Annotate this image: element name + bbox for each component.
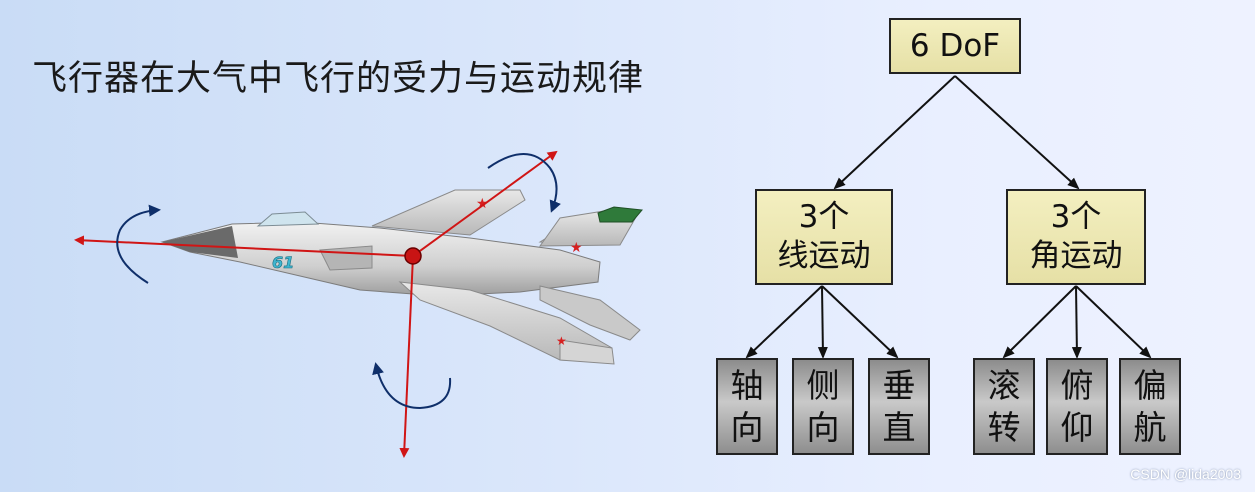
- far-wing: [372, 190, 525, 235]
- leaf-roll-char2: 转: [988, 407, 1021, 448]
- leaf-vertical-char1: 垂: [883, 365, 916, 406]
- watermark: CSDN @lida2003: [1130, 466, 1241, 482]
- leaf-yaw-char2: 航: [1134, 407, 1167, 448]
- nose-cone: [162, 226, 238, 258]
- leaf-yaw-char1: 偏: [1134, 365, 1167, 406]
- connector-right-leaf-3: [1076, 286, 1150, 357]
- leaf-pitch-char1: 俯: [1061, 365, 1094, 406]
- canopy: [258, 212, 318, 226]
- aircraft-illustration: ★ ★ ★ 61: [162, 190, 642, 364]
- connector-left-leaf-3: [822, 286, 897, 357]
- node-angular-line1: 3个: [1051, 198, 1102, 237]
- node-angular-line2: 角运动: [1030, 237, 1123, 276]
- leaf-roll: 滚 转: [973, 358, 1035, 455]
- roll-rotation-arrow: [117, 210, 158, 283]
- star-insignia: ★: [556, 334, 567, 348]
- leaf-vertical: 垂 直: [868, 358, 930, 455]
- node-linear-line1: 3个: [799, 198, 850, 237]
- air-intake: [320, 246, 372, 270]
- connector-left-leaf-1: [747, 286, 822, 357]
- leaf-roll-char1: 滚: [988, 365, 1021, 406]
- leaf-pitch: 俯 仰: [1046, 358, 1108, 455]
- star-insignia: ★: [570, 240, 583, 256]
- leaf-yaw: 偏 航: [1119, 358, 1181, 455]
- leaf-lateral-char2: 向: [807, 407, 840, 448]
- node-angular-motion: 3个 角运动: [1006, 189, 1146, 285]
- leaf-axial: 轴 向: [716, 358, 778, 455]
- connector-left-leaf-2: [822, 286, 823, 357]
- leaf-lateral: 侧 向: [792, 358, 854, 455]
- connector-root-right: [955, 76, 1078, 188]
- leaf-axial-char2: 向: [731, 407, 764, 448]
- root-node-6dof: 6 DoF: [889, 18, 1021, 74]
- node-linear-motion: 3个 线运动: [755, 189, 893, 285]
- tail-tip: [598, 207, 642, 222]
- leaf-lateral-char1: 侧: [807, 365, 840, 406]
- center-of-gravity: [405, 248, 421, 264]
- connector-right-leaf-1: [1004, 286, 1076, 357]
- yaw-rotation-arrow: [376, 365, 450, 408]
- connector-right-leaf-2: [1076, 286, 1077, 357]
- leaf-pitch-char2: 仰: [1061, 407, 1094, 448]
- aircraft-number: 61: [272, 253, 294, 272]
- connector-root-left: [835, 76, 955, 188]
- root-node-label: 6 DoF: [910, 27, 1000, 66]
- leaf-axial-char1: 轴: [731, 365, 764, 406]
- leaf-vertical-char2: 直: [883, 407, 916, 448]
- node-linear-line2: 线运动: [778, 237, 871, 276]
